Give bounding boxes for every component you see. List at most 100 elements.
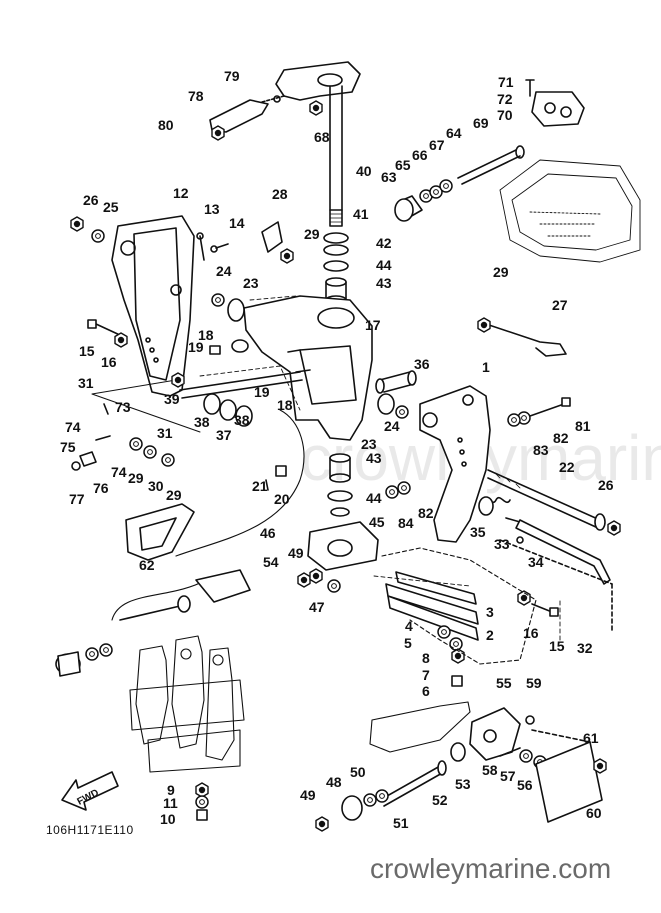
callout-38: 38 bbox=[194, 414, 210, 430]
shaft-64-icon bbox=[457, 145, 525, 185]
nut-26-icon bbox=[70, 216, 84, 232]
swivel-bracket-icon bbox=[243, 295, 373, 441]
callout-16: 16 bbox=[101, 354, 117, 370]
callout-10: 10 bbox=[160, 811, 176, 827]
washer-24-icon bbox=[211, 293, 225, 307]
bolt-81-icon bbox=[529, 397, 571, 417]
callout-61: 61 bbox=[583, 730, 599, 746]
callout-26: 26 bbox=[83, 192, 99, 208]
bolt-15-icon bbox=[87, 319, 123, 337]
callout-3: 3 bbox=[486, 604, 494, 620]
callout-29: 29 bbox=[166, 487, 182, 503]
tilt-tube-long-icon bbox=[179, 371, 303, 399]
callout-76: 76 bbox=[93, 480, 109, 496]
bushing-37-icon bbox=[219, 399, 237, 421]
engine-cowling-icon bbox=[499, 159, 641, 263]
washer-42-icon bbox=[323, 244, 349, 256]
callout-55: 55 bbox=[496, 675, 512, 691]
callout-44: 44 bbox=[366, 490, 382, 506]
steering-shaft-icon bbox=[329, 85, 343, 227]
shaft-52-icon bbox=[379, 760, 447, 807]
callout-82: 82 bbox=[418, 505, 434, 521]
pin-18-icon bbox=[231, 339, 249, 353]
callout-26: 26 bbox=[598, 477, 614, 493]
callout-69: 69 bbox=[473, 115, 489, 131]
callout-63: 63 bbox=[381, 169, 397, 185]
callout-58: 58 bbox=[482, 762, 498, 778]
callout-37: 37 bbox=[216, 427, 232, 443]
screw-13-icon bbox=[196, 232, 205, 261]
group-bracket-lines bbox=[199, 295, 561, 641]
nut-26b-icon bbox=[607, 520, 621, 536]
callout-6: 6 bbox=[422, 683, 430, 699]
callout-36: 36 bbox=[414, 356, 430, 372]
bolt-27-icon bbox=[485, 323, 567, 357]
nut-80-icon bbox=[211, 125, 225, 141]
nut-61-icon bbox=[593, 758, 607, 774]
lower-mount-icon bbox=[307, 521, 379, 571]
nut-39-icon bbox=[171, 372, 185, 388]
bracket-78-icon bbox=[209, 95, 285, 133]
bolt-58-icon bbox=[499, 747, 521, 757]
callout-18: 18 bbox=[277, 397, 293, 413]
washer-83-icon bbox=[507, 413, 521, 427]
callout-46: 46 bbox=[260, 525, 276, 541]
callout-23: 23 bbox=[361, 436, 377, 452]
cable-icon bbox=[111, 409, 305, 621]
washer-50-icon bbox=[363, 793, 377, 807]
callout-11: 11 bbox=[163, 795, 178, 811]
washer-51-icon bbox=[375, 789, 389, 803]
bolt-6-icon bbox=[451, 675, 463, 687]
callout-8: 8 bbox=[422, 650, 430, 666]
callout-48: 48 bbox=[326, 774, 342, 790]
callout-74: 74 bbox=[65, 419, 81, 435]
nut-68-icon bbox=[309, 100, 323, 116]
washer-82b-icon bbox=[397, 481, 411, 495]
bushing-53-icon bbox=[450, 742, 466, 762]
callout-19: 19 bbox=[254, 384, 270, 400]
callout-4: 4 bbox=[405, 618, 413, 634]
callout-21: 21 bbox=[252, 478, 268, 494]
screw-59-icon bbox=[525, 715, 535, 725]
callout-5: 5 bbox=[404, 635, 412, 651]
callout-53: 53 bbox=[455, 776, 471, 792]
washer-47-icon bbox=[327, 579, 341, 593]
clip-75-icon bbox=[95, 435, 111, 441]
callout-9: 9 bbox=[167, 782, 175, 798]
bushing-63-icon bbox=[394, 195, 423, 222]
callout-75: 75 bbox=[60, 439, 76, 455]
callout-31: 31 bbox=[78, 375, 94, 391]
callout-81: 81 bbox=[575, 418, 591, 434]
callout-57: 57 bbox=[500, 768, 516, 784]
callout-65: 65 bbox=[395, 157, 411, 173]
callout-78: 78 bbox=[188, 88, 204, 104]
threaded-rod-22-icon bbox=[487, 469, 606, 531]
bushing-43b-icon bbox=[329, 453, 351, 483]
seal-44b-icon bbox=[327, 490, 353, 502]
washer-45-icon bbox=[330, 507, 350, 517]
callout-33: 33 bbox=[494, 536, 510, 552]
screw-21-icon bbox=[265, 479, 269, 491]
fitting-20-icon bbox=[275, 465, 287, 477]
washer-25-icon bbox=[91, 229, 105, 243]
callout-14: 14 bbox=[229, 215, 245, 231]
hose-fitting-icon bbox=[119, 569, 251, 621]
callout-70: 70 bbox=[497, 107, 513, 123]
callout-73: 73 bbox=[115, 399, 131, 415]
callout-22: 22 bbox=[559, 459, 575, 475]
washer-ll-2-icon bbox=[99, 643, 113, 657]
washer-8-icon bbox=[449, 637, 463, 651]
callout-72: 72 bbox=[497, 91, 513, 107]
callout-49: 49 bbox=[288, 545, 304, 561]
bushing-lower-left-icon bbox=[55, 651, 81, 677]
callout-30: 30 bbox=[148, 478, 164, 494]
callout-44: 44 bbox=[376, 257, 392, 273]
callout-60: 60 bbox=[586, 805, 602, 821]
washer-67-icon bbox=[439, 179, 453, 193]
callout-49: 49 bbox=[300, 787, 316, 803]
washer-57-icon bbox=[519, 749, 533, 763]
clamp-bracket-left-icon bbox=[111, 215, 195, 397]
callout-54: 54 bbox=[263, 554, 279, 570]
callout-84: 84 bbox=[398, 515, 414, 531]
